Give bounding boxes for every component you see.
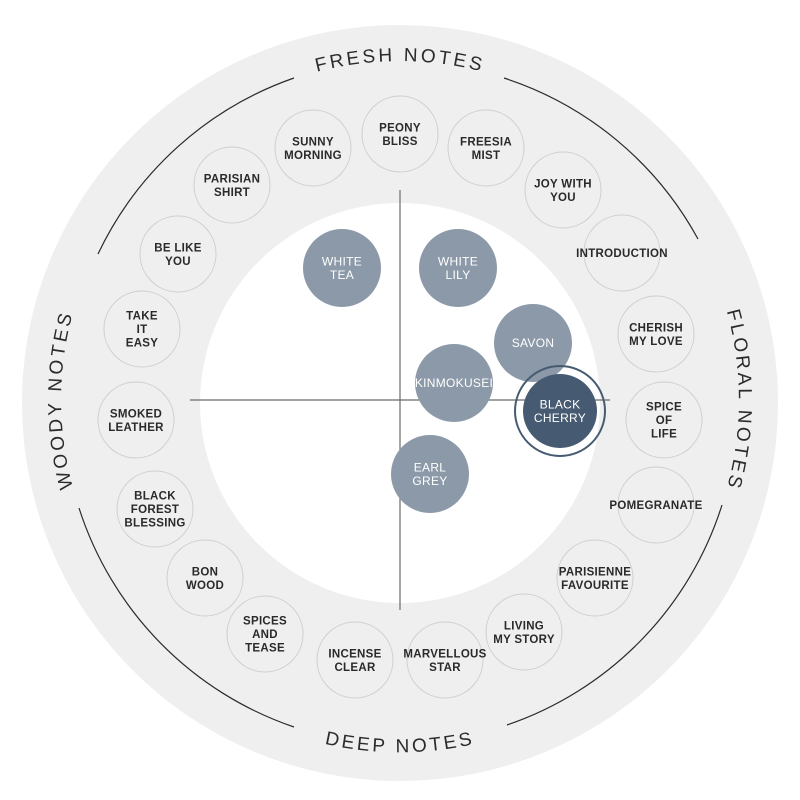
bubble-circle[interactable] bbox=[523, 374, 597, 448]
note-circle[interactable] bbox=[617, 466, 695, 544]
note-circle[interactable] bbox=[524, 151, 602, 229]
bubble-circle[interactable] bbox=[419, 229, 497, 307]
note-circle[interactable] bbox=[583, 214, 661, 292]
note-circle[interactable] bbox=[617, 295, 695, 373]
note-circle[interactable] bbox=[485, 593, 563, 671]
bubble-circle[interactable] bbox=[391, 435, 469, 513]
note-circle[interactable] bbox=[625, 381, 703, 459]
note-circle[interactable] bbox=[447, 109, 525, 187]
bubble-kinmokusei[interactable]: KINMOKUSEI bbox=[415, 344, 493, 422]
note-circle[interactable] bbox=[406, 621, 484, 699]
bubble-circle[interactable] bbox=[415, 344, 493, 422]
note-circle[interactable] bbox=[116, 470, 194, 548]
note-circle[interactable] bbox=[166, 539, 244, 617]
bubble-circle[interactable] bbox=[494, 304, 572, 382]
note-circle[interactable] bbox=[274, 109, 352, 187]
note-circle[interactable] bbox=[103, 290, 181, 368]
bubble-savon[interactable]: SAVON bbox=[494, 304, 572, 382]
selection-ring bbox=[514, 365, 606, 457]
note-circle[interactable] bbox=[193, 146, 271, 224]
note-circle[interactable] bbox=[226, 595, 304, 673]
note-circle[interactable] bbox=[556, 539, 634, 617]
note-circle[interactable] bbox=[361, 95, 439, 173]
note-circle[interactable] bbox=[316, 621, 394, 699]
bubble-circle[interactable] bbox=[303, 229, 381, 307]
section-dividers bbox=[78, 77, 723, 728]
note-circle[interactable] bbox=[97, 381, 175, 459]
note-circle[interactable] bbox=[139, 215, 217, 293]
